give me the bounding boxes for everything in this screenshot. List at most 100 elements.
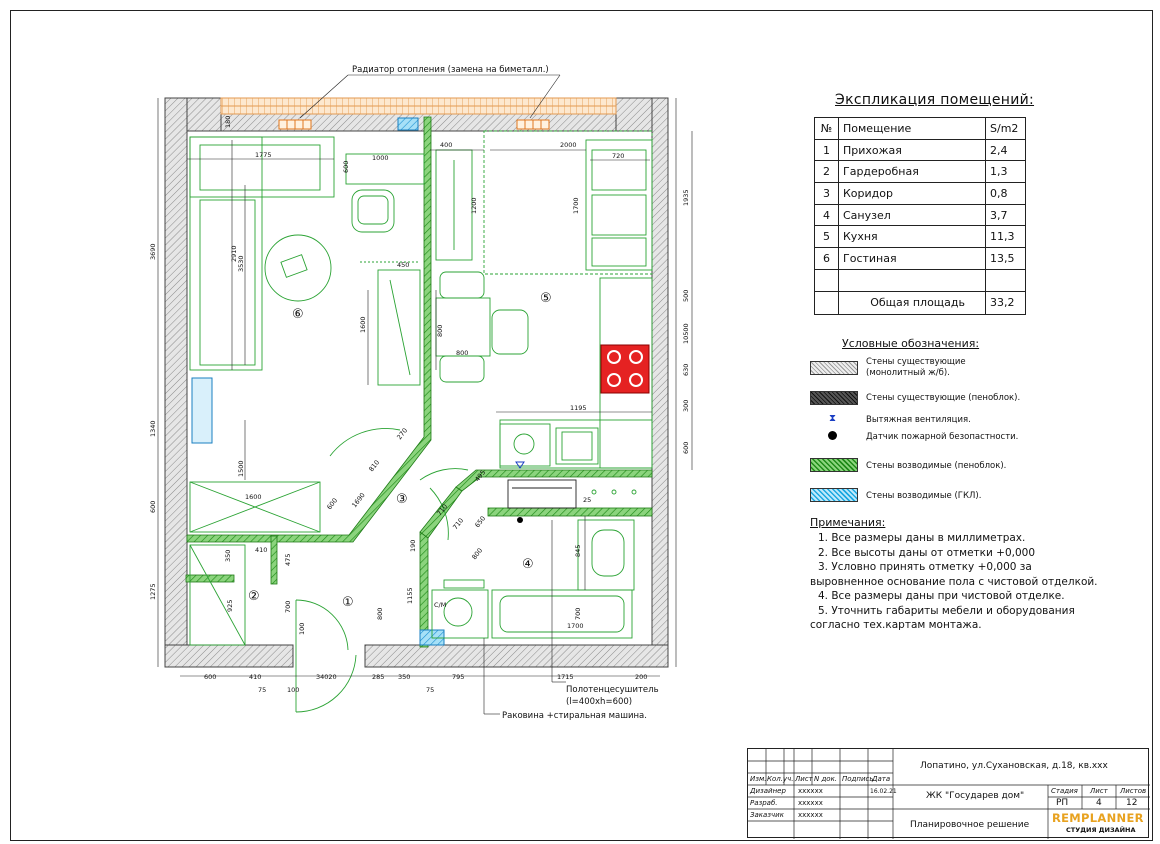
- legend-label-monolith: Стены существующие(монолитный ж/б).: [866, 357, 966, 379]
- legend-swatch-gkl: [810, 488, 858, 502]
- name-developer: xxxxxx: [798, 799, 823, 807]
- dim-600c: 600: [325, 497, 339, 512]
- cooktop: [600, 344, 650, 394]
- logo-subtitle: СТУДИЯ ДИЗАЙНА: [1066, 826, 1136, 834]
- dim-700b: 700: [574, 608, 582, 620]
- room-number-6: ⑥: [292, 307, 304, 322]
- table-row: 2 Гардеробная 1,3: [814, 160, 1026, 184]
- stage-value: РП: [1056, 798, 1069, 808]
- table-row: 6 Гостиная 13,5: [814, 247, 1026, 270]
- towel-note: Полотенцесушитель: [566, 685, 659, 695]
- dim-1500: 1500: [237, 460, 245, 477]
- explication-title: Экспликация помещений:: [835, 92, 1035, 108]
- dim-b285: 285: [372, 673, 384, 681]
- complex-text: ЖК "Государев дом": [926, 791, 1025, 801]
- sheet-value: 4: [1096, 798, 1102, 808]
- note-line: 5. Уточнить габариты мебели и оборудован…: [818, 604, 1075, 617]
- dim-10500: 10500: [682, 323, 690, 344]
- dim-400: 400: [440, 141, 452, 149]
- dimension-lines: [157, 74, 693, 715]
- header-area: S/m2: [985, 117, 1026, 140]
- legend-label-fire: Датчик пожарной безопастности.: [866, 432, 1019, 442]
- note-line: 2. Все высоты даны от отметки +0,000: [818, 546, 1036, 559]
- legend-text: Стены существующие: [866, 357, 966, 367]
- dim-b410: 410: [249, 673, 261, 681]
- radiator-note: Радиатор отопления (замена на биметалл.): [352, 65, 549, 75]
- dim-cm: С/М: [434, 601, 446, 609]
- explication-table: № Помещение S/m2 1 Прихожая 2,4 2 Гардер…: [814, 117, 1026, 315]
- vent-shaft: [397, 117, 419, 131]
- dim-700a: 700: [284, 601, 292, 613]
- dim-2910: 2910: [230, 245, 238, 262]
- row-area: 13,5: [985, 247, 1026, 270]
- vent-icon: ⧗: [829, 413, 837, 424]
- dim-1600a: 1600: [359, 316, 367, 333]
- total-label: Общая площадь: [838, 290, 986, 315]
- row-area: 0,8: [985, 182, 1026, 205]
- row-number: 5: [814, 225, 839, 249]
- radiators: [278, 119, 550, 130]
- legend-swatch-monolith: [810, 361, 858, 375]
- dim-710b: 710: [451, 517, 465, 532]
- role-developer: Разраб.: [750, 799, 778, 807]
- dim-1275: 1275: [149, 583, 157, 600]
- table-row-empty: [814, 268, 1026, 292]
- dim-800d: 800: [470, 547, 484, 562]
- dim-180: 180: [224, 116, 232, 128]
- dim-1700b: 1700: [567, 622, 584, 630]
- dim-b200: 200: [635, 673, 647, 681]
- wardrobe-panel: [191, 377, 213, 444]
- dim-1195: 1195: [570, 404, 587, 412]
- dim-800c: 800: [376, 608, 384, 620]
- row-room: Гардеробная: [838, 160, 986, 184]
- row-number: 2: [814, 160, 839, 184]
- legend-label-vent: Вытяжная вентиляция.: [866, 415, 971, 425]
- dim-600d: 600: [149, 501, 157, 513]
- furniture: [189, 130, 653, 713]
- dim-600a: 600: [342, 161, 350, 173]
- dim-800b: 800: [456, 349, 468, 357]
- row-area: 2,4: [985, 138, 1026, 162]
- legend-label-foam-existing: Стены существующие (пеноблок).: [866, 393, 1021, 403]
- table-total-row: Общая площадь 33,2: [814, 290, 1026, 315]
- sheet-frame: [10, 10, 1153, 841]
- new-walls: [185, 116, 653, 648]
- row-room: Санузел: [838, 203, 986, 227]
- dim-1690: 1690: [350, 491, 366, 509]
- note-line: выровненное основание пола с чистовой от…: [810, 575, 1098, 588]
- dim-475: 475: [284, 554, 292, 566]
- dim-270: 270: [395, 427, 409, 442]
- address-text: Лопатино, ул.Сухановская, д.18, кв.ххх: [920, 761, 1108, 771]
- dim-b75a: 75: [258, 686, 266, 694]
- table-header-row: № Помещение S/m2: [814, 117, 1026, 140]
- notes-title: Примечания:: [810, 516, 886, 529]
- row-room: Гостиная: [838, 247, 986, 270]
- stage-label: Стадия: [1051, 787, 1078, 795]
- table-row: 1 Прихожая 2,4: [814, 138, 1026, 162]
- dim-b34020: 34020: [316, 673, 337, 681]
- notes-list: 1. Все размеры даны в миллиметрах. 2. Вс…: [810, 531, 1098, 633]
- dim-3530: 3530: [237, 255, 245, 272]
- dim-1700: 1700: [572, 197, 580, 214]
- dim-1775: 1775: [255, 151, 272, 159]
- table-row: 5 Кухня 11,3: [814, 225, 1026, 249]
- dim-b795: 795: [452, 673, 464, 681]
- dim-b600: 600: [204, 673, 216, 681]
- header-room: Помещение: [838, 117, 986, 140]
- dim-2000: 2000: [560, 141, 577, 149]
- dim-630: 630: [682, 364, 690, 376]
- dim-720: 720: [612, 152, 624, 160]
- legend-text: (монолитный ж/б).: [866, 368, 950, 378]
- row-room: Прихожая: [838, 138, 986, 162]
- dim-845: 845: [574, 545, 582, 557]
- title-block-grid: [748, 749, 1150, 839]
- dim-25: 25: [583, 496, 591, 504]
- dim-b100: 100: [287, 686, 299, 694]
- sheet-title-text: Планировочное решение: [910, 820, 1030, 830]
- table-row: 3 Коридор 0,8: [814, 182, 1026, 205]
- dim-410a: 410: [255, 546, 267, 554]
- table-row: 4 Санузел 3,7: [814, 203, 1026, 227]
- col-ndok: N док.: [814, 775, 838, 783]
